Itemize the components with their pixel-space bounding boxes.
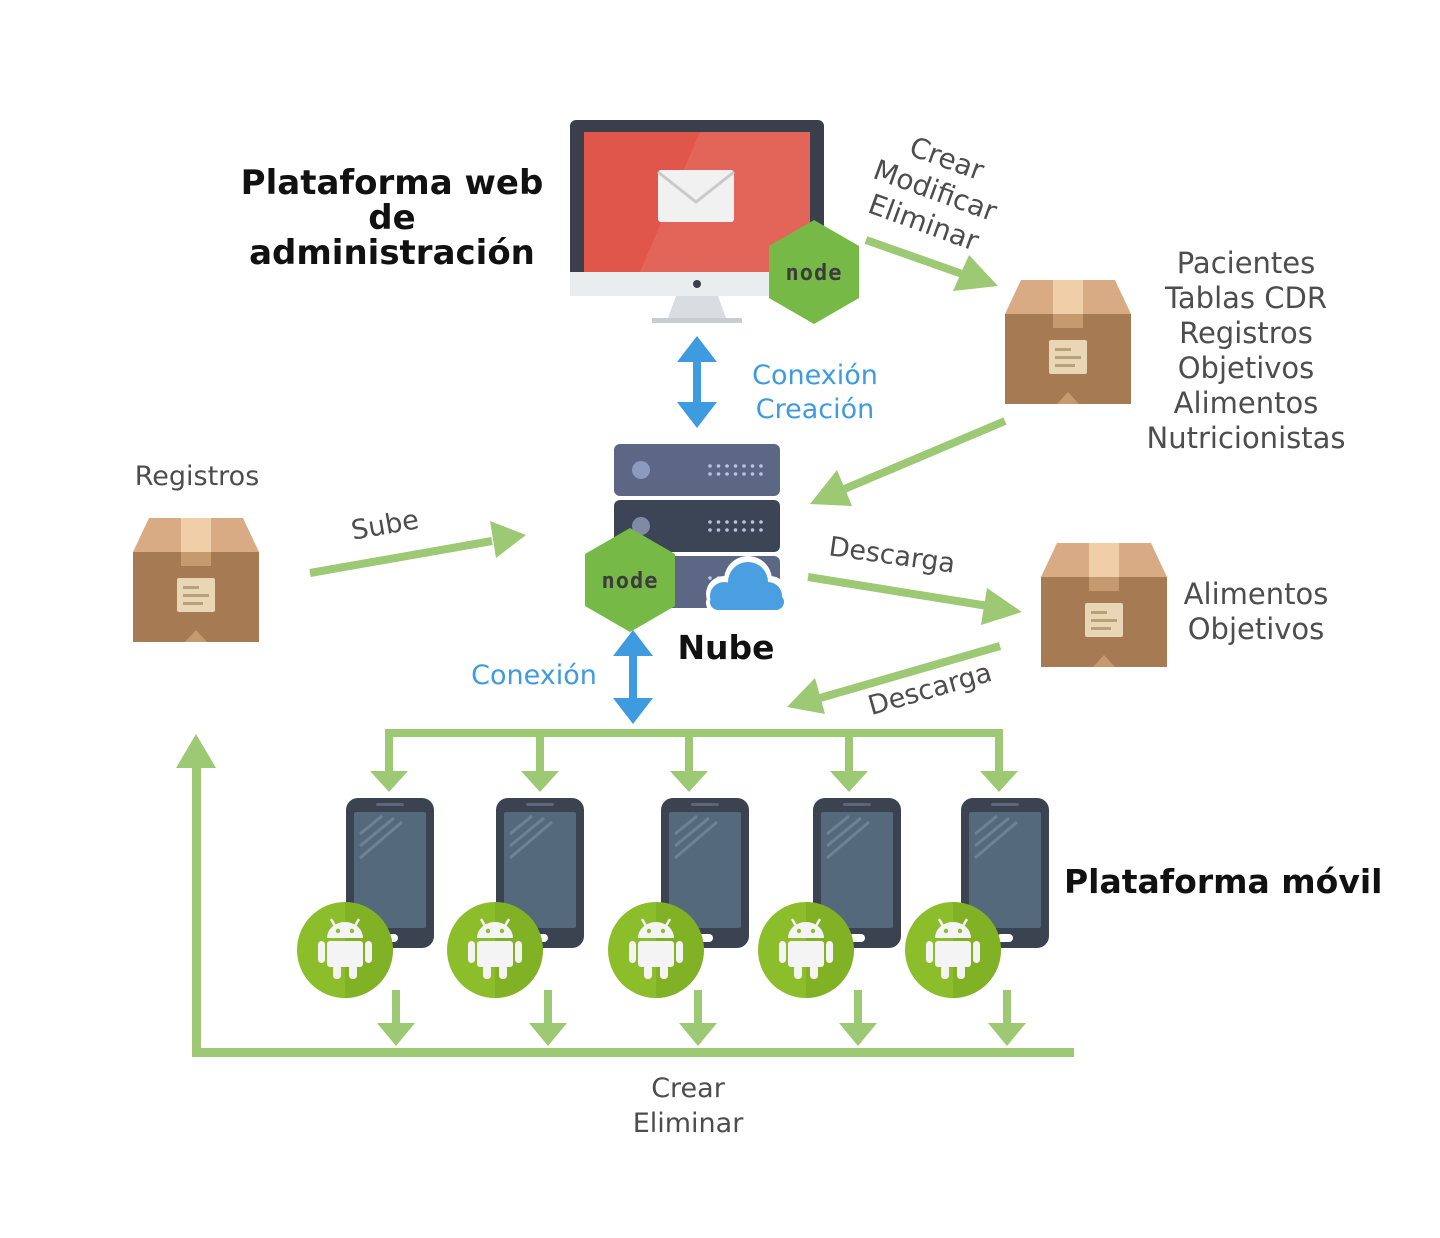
entity-item: Tablas CDR	[1165, 281, 1327, 315]
phone-device	[445, 796, 586, 1000]
web-connection-line: Creación	[755, 394, 875, 425]
download-item: Objetivos	[1187, 612, 1325, 646]
download-box-icon	[1041, 543, 1167, 667]
collection-bus	[176, 734, 1074, 1057]
distribution-bus	[370, 729, 1018, 792]
arrow-web-cloud-bidirectional	[677, 336, 717, 428]
phone-device	[903, 796, 1051, 1000]
bus-drop-arrow	[670, 733, 708, 792]
registros-label: Registros	[134, 461, 260, 492]
mobile-action-delete: Eliminar	[632, 1108, 744, 1139]
collect-arrow	[839, 990, 877, 1046]
mobile-platform-label: Plataforma móvil	[1064, 862, 1383, 901]
arrow-entities-to-cloud	[810, 417, 1007, 506]
collect-arrow	[988, 990, 1026, 1046]
android-icon	[756, 900, 856, 1000]
android-icon	[445, 900, 545, 1000]
android-icon	[903, 900, 1003, 1000]
download-item: Alimentos	[1183, 577, 1329, 611]
entities-list: Pacientes Tablas CDR Registros Objetivos…	[1130, 246, 1362, 456]
bus-drop-arrow	[830, 733, 868, 792]
web-connection-label: Conexión Creación	[732, 359, 898, 427]
collect-arrow	[679, 990, 717, 1046]
phone-device	[756, 796, 903, 1000]
collect-arrow	[529, 990, 567, 1046]
registros-box-icon	[133, 518, 259, 642]
arrow-registros-to-cloud	[309, 521, 526, 577]
entity-item: Registros	[1179, 316, 1313, 350]
collect-arrow	[377, 990, 415, 1046]
mobile-devices	[295, 796, 1051, 1000]
android-icon	[295, 900, 395, 1000]
cloud-label: Nube	[677, 628, 775, 667]
arrow-download-box-to-mobile	[787, 642, 1002, 714]
bus-drop-arrow	[521, 733, 559, 792]
web-connection-line: Conexión	[752, 360, 878, 391]
entity-item: Alimentos	[1173, 386, 1319, 420]
bus-drop-arrow	[370, 771, 408, 792]
arrow-cloud-to-download-box	[807, 573, 1022, 625]
phone-device	[606, 796, 751, 1000]
arrow-web-to-entities	[864, 236, 998, 291]
bus-drop-arrow	[980, 771, 1018, 792]
web-platform-title-line: administración	[249, 233, 535, 273]
mobile-action-create: Crear	[651, 1073, 725, 1104]
web-platform-title-line: Plataforma web	[240, 163, 544, 203]
mobile-connection-label: Conexión	[471, 660, 597, 691]
web-platform-title: Plataforma web de administración	[222, 166, 562, 271]
download-box-items: Alimentos Objetivos	[1170, 577, 1342, 647]
cloud-icon	[706, 556, 788, 614]
arrow-cloud-mobile-bidirectional	[613, 630, 653, 724]
phone-device	[295, 796, 436, 1000]
mail-icon	[657, 170, 735, 222]
entity-item: Objetivos	[1177, 351, 1315, 385]
android-icon	[606, 900, 706, 1000]
web-platform-title-line: de	[368, 198, 416, 238]
entities-box-icon	[1005, 280, 1131, 404]
entity-item: Nutricionistas	[1146, 421, 1346, 455]
mobile-actions-label: Crear Eliminar	[590, 1071, 786, 1141]
entity-item: Pacientes	[1176, 246, 1316, 280]
